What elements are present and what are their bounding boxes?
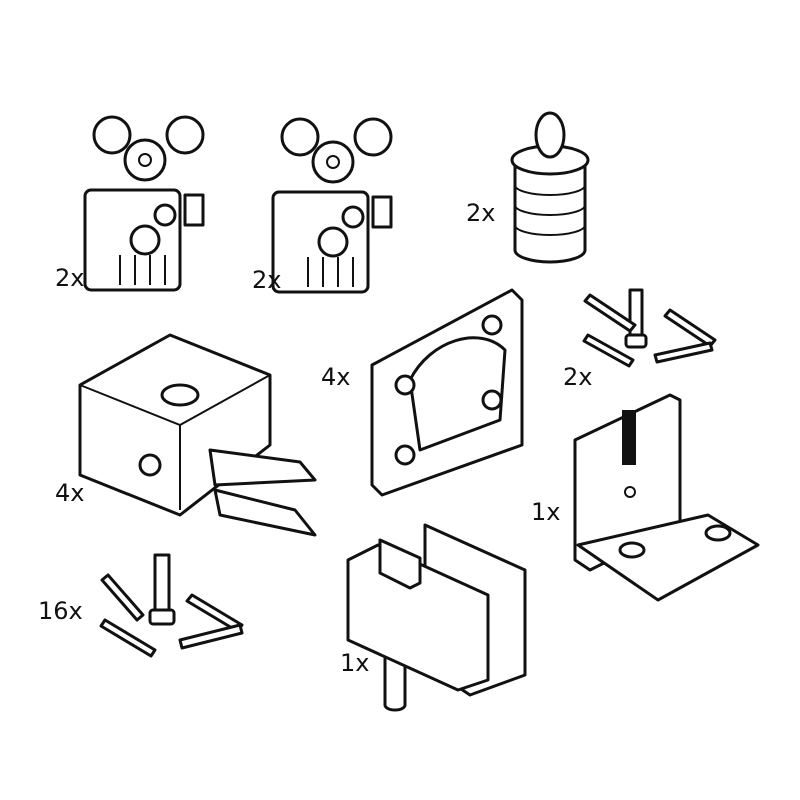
quantity-label: 2x: [563, 363, 593, 391]
screws-large-drawing: [99, 553, 244, 658]
quantity-label: 4x: [55, 479, 85, 507]
floor-guide-drawing: [346, 523, 527, 712]
clip-connector-drawing: [78, 333, 317, 537]
quantity-label: 2x: [466, 199, 496, 227]
roller-carriage-b-drawing: [271, 117, 393, 294]
quantity-label: 1x: [340, 649, 370, 677]
quantity-label: 16x: [38, 597, 83, 625]
quantity-label: 1x: [531, 498, 561, 526]
quantity-label: 4x: [321, 363, 351, 391]
guide-roller-drawing: [510, 111, 590, 264]
quantity-label: 2x: [252, 266, 282, 294]
screws-small-drawing: [582, 288, 717, 368]
roller-carriage-a-drawing: [83, 115, 205, 292]
angle-bracket-drawing: [573, 393, 760, 602]
quantity-label: 2x: [55, 264, 85, 292]
mounting-plate-drawing: [370, 288, 524, 497]
